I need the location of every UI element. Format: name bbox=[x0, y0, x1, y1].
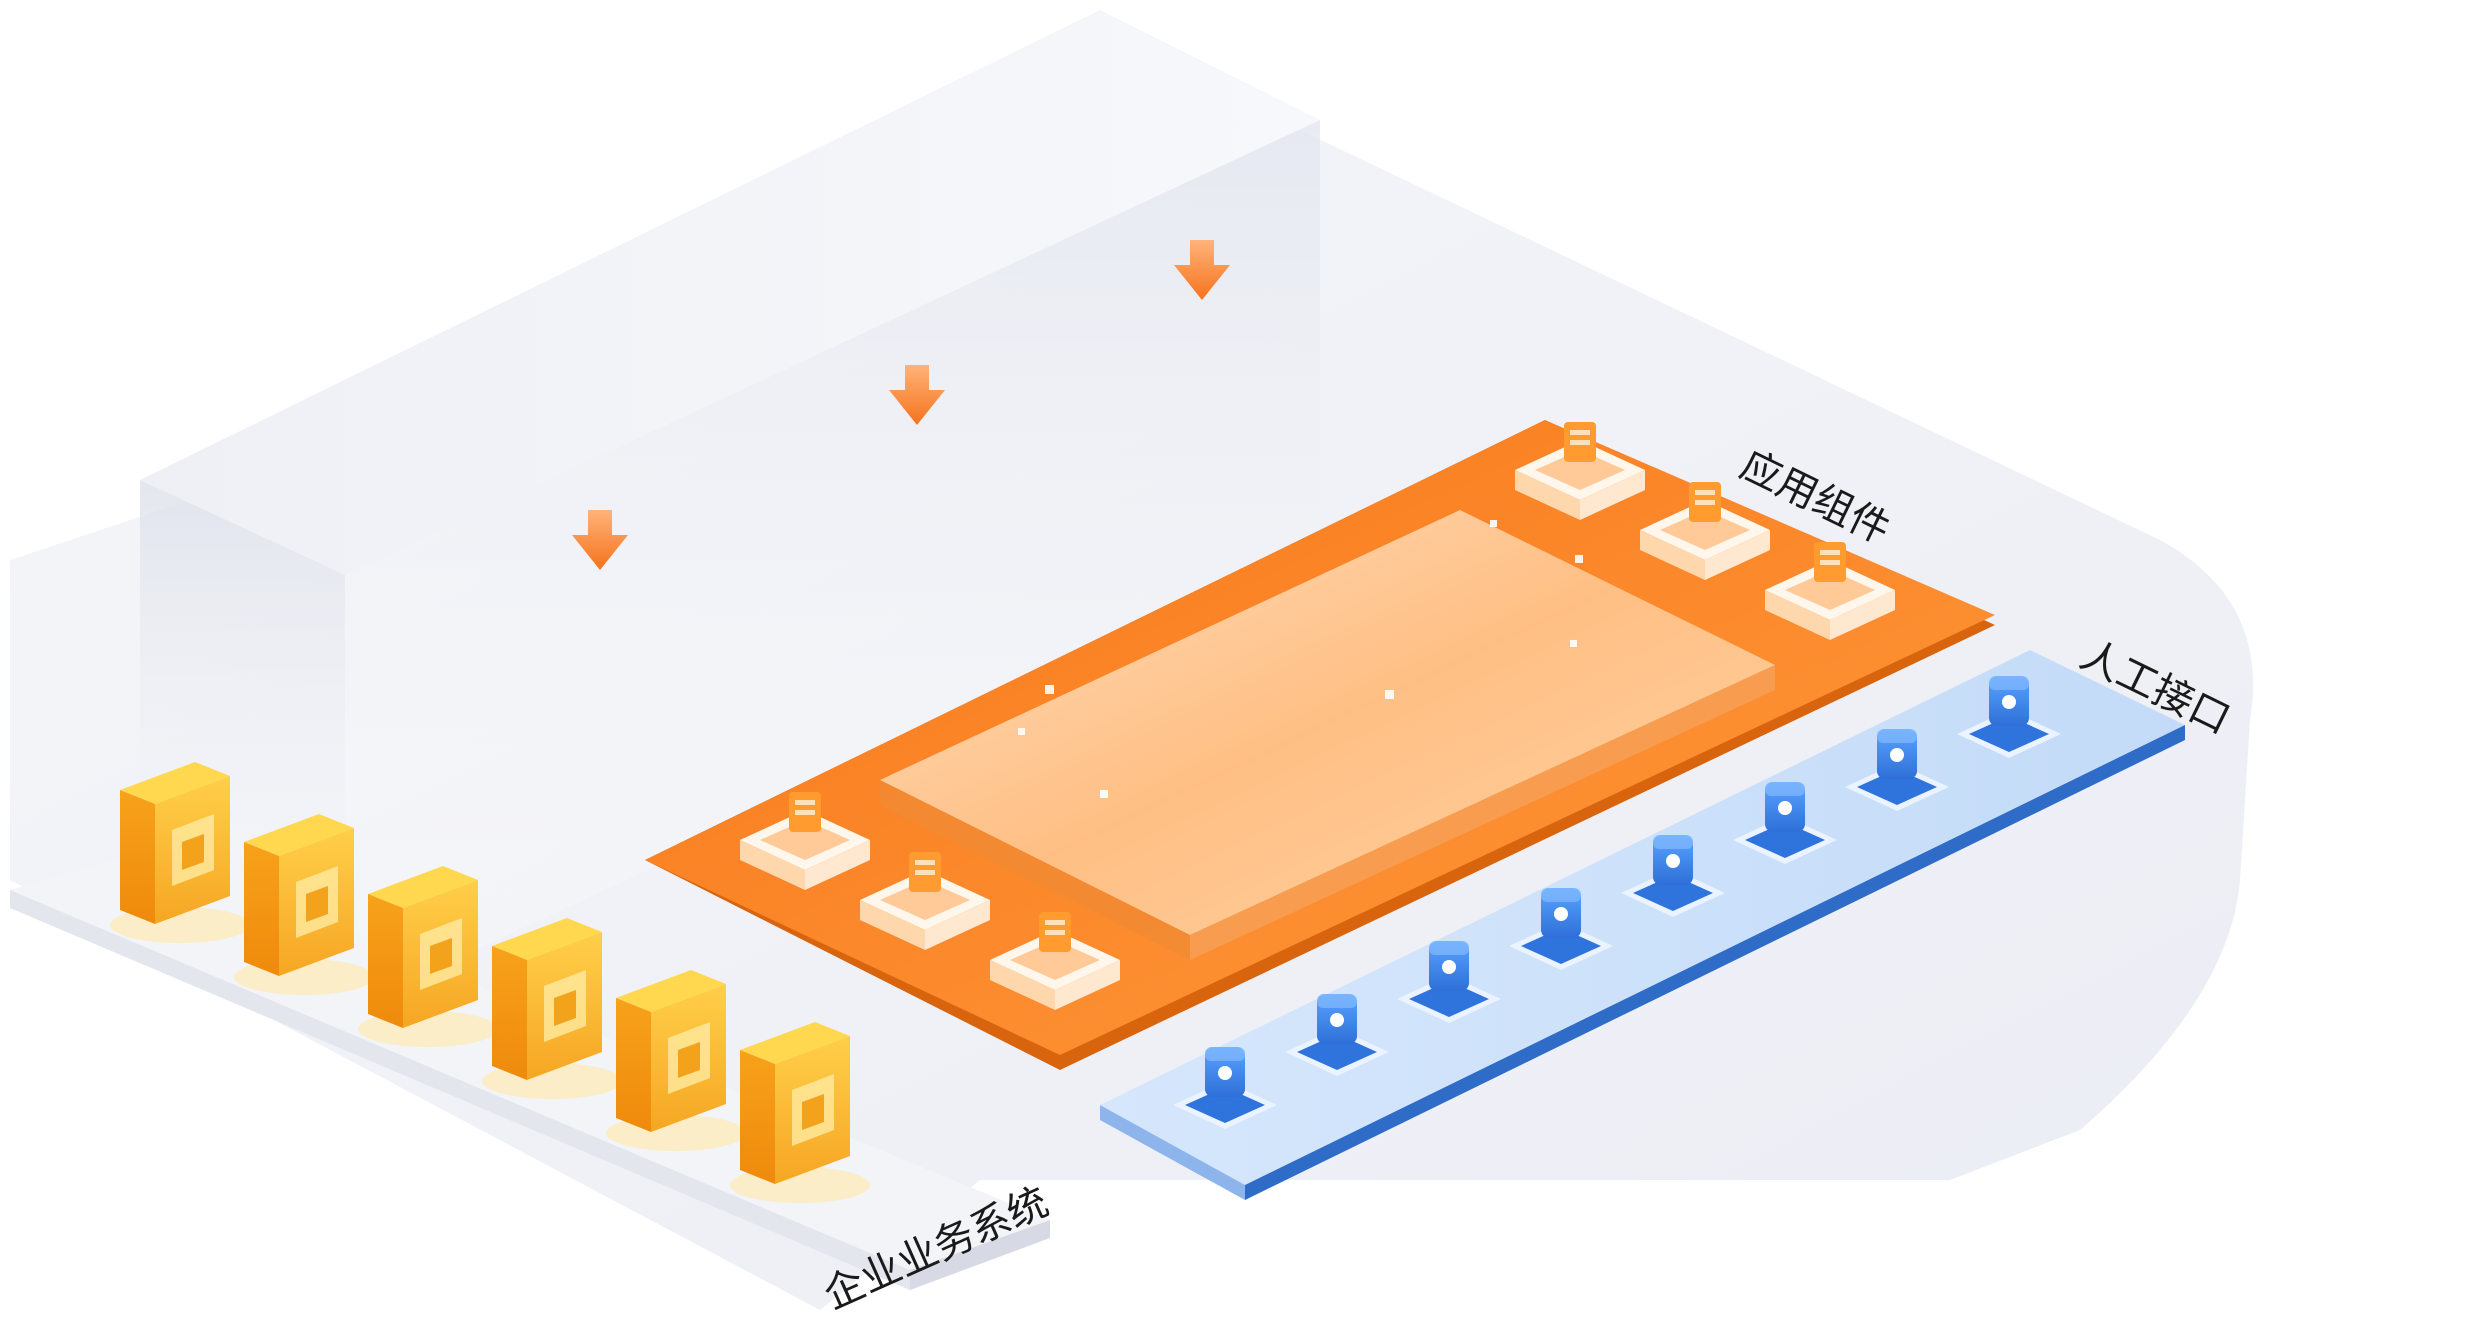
picture-icon bbox=[544, 970, 586, 1042]
manual-interface-tile bbox=[1285, 994, 1389, 1076]
manual-interface-tile bbox=[1509, 888, 1613, 970]
truck-icon bbox=[172, 814, 214, 886]
id-card-icon bbox=[1205, 1047, 1245, 1097]
down-arrow-icon bbox=[889, 365, 945, 425]
enterprise-system-block bbox=[482, 918, 622, 1099]
manual-interface-tile bbox=[1173, 1047, 1277, 1129]
enterprise-system-block bbox=[358, 866, 498, 1047]
enterprise-system-block bbox=[110, 762, 250, 943]
download-icon bbox=[1541, 888, 1581, 938]
down-arrow-icon bbox=[572, 510, 628, 570]
lightning-icon bbox=[1317, 994, 1357, 1044]
form-icon bbox=[668, 1022, 710, 1094]
manual-interface-tile bbox=[1957, 676, 2061, 758]
enterprise-system-block bbox=[234, 814, 374, 995]
down-arrow-icon bbox=[1174, 240, 1230, 300]
app-component-tile bbox=[1765, 542, 1895, 640]
manual-interface-tile bbox=[1621, 835, 1725, 917]
app-components-platform bbox=[645, 420, 1995, 1070]
manual-interface-tile bbox=[1733, 782, 1837, 864]
chat-icon bbox=[1039, 912, 1071, 952]
sparkles bbox=[1018, 520, 1583, 798]
app-component-tile bbox=[1640, 482, 1770, 580]
basket-icon bbox=[1689, 482, 1721, 522]
enterprise-system-block bbox=[730, 1022, 870, 1203]
cube-icon bbox=[909, 852, 941, 892]
document-icon bbox=[1564, 422, 1596, 462]
enterprise-system-block bbox=[606, 970, 746, 1151]
image-icon bbox=[1877, 729, 1917, 779]
message-dots-icon bbox=[1429, 941, 1469, 991]
app-component-tile bbox=[990, 912, 1120, 1010]
manual-interface-tile bbox=[1845, 729, 1949, 811]
folder-icon bbox=[296, 866, 338, 938]
app-component-tile bbox=[740, 792, 870, 890]
invoice-icon bbox=[420, 918, 462, 990]
person-icon bbox=[1814, 542, 1846, 582]
chart-bar-icon bbox=[789, 792, 821, 832]
headset-icon bbox=[1989, 676, 2029, 726]
user-card-icon bbox=[792, 1074, 834, 1146]
play-icon bbox=[1653, 835, 1693, 885]
app-component-tile bbox=[1515, 422, 1645, 520]
app-component-tile bbox=[860, 852, 990, 950]
down-arrows bbox=[572, 240, 1230, 570]
manual-interface-tile bbox=[1397, 941, 1501, 1023]
bookmark-icon bbox=[1765, 782, 1805, 832]
